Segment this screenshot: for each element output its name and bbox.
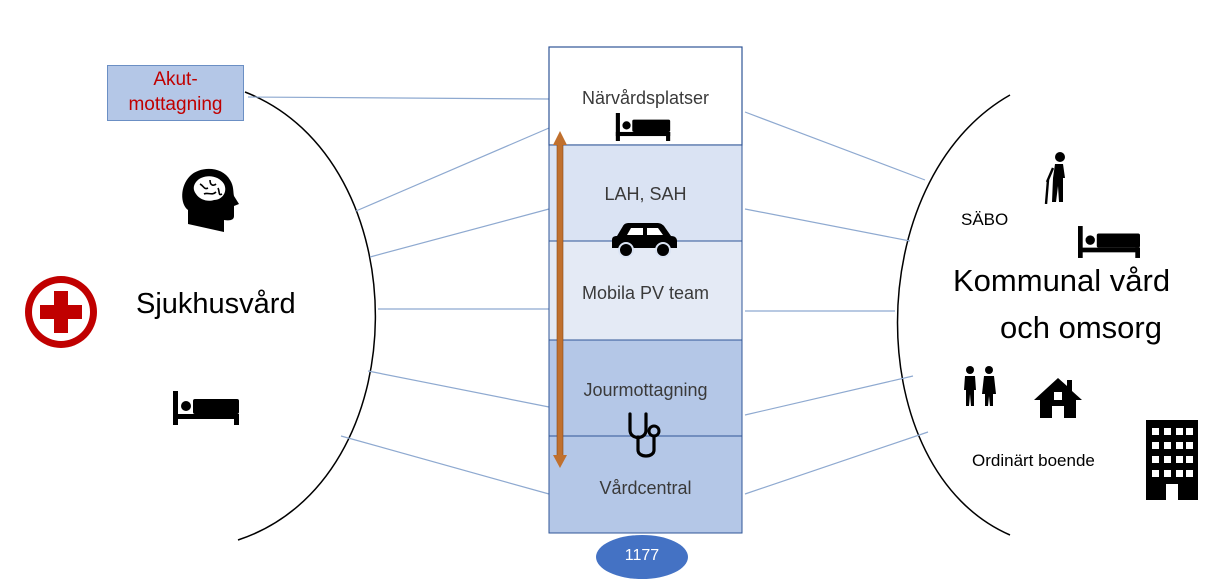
connector-line bbox=[355, 127, 550, 212]
municipal-title-line2: och omsorg bbox=[1000, 310, 1162, 345]
level-box-vardcentral bbox=[548, 435, 743, 534]
akut-box bbox=[107, 65, 244, 121]
right-connectors bbox=[744, 111, 929, 495]
connector-line bbox=[744, 208, 911, 242]
brain-head-icon bbox=[182, 168, 239, 232]
connector-line bbox=[367, 370, 550, 408]
level-label-jour: Jourmottagning bbox=[583, 380, 708, 400]
connector-line bbox=[340, 435, 550, 495]
right-bed-icon bbox=[1078, 226, 1140, 258]
connector-line bbox=[744, 375, 914, 416]
apartment-building-icon bbox=[1146, 420, 1198, 500]
elderly-person-icon bbox=[1044, 152, 1065, 204]
ordinart-label: Ordinärt boende bbox=[972, 451, 1095, 470]
house-icon bbox=[1034, 378, 1082, 418]
level-bed-icon bbox=[615, 113, 671, 141]
level-label-lah: LAH, SAH bbox=[604, 184, 687, 204]
connector-line bbox=[247, 96, 550, 100]
continuum-arrow bbox=[553, 131, 567, 468]
akut-line1: Akut- bbox=[153, 69, 198, 90]
level-label-vardcentral: Vårdcentral bbox=[599, 478, 692, 498]
stethoscope-icon bbox=[628, 412, 661, 458]
akut-line2: mottagning bbox=[128, 94, 223, 115]
connector-line bbox=[744, 431, 929, 495]
municipal-arc bbox=[896, 94, 1011, 536]
hospital-arc bbox=[237, 91, 377, 541]
red-cross-icon bbox=[25, 276, 97, 348]
couple-icon bbox=[964, 366, 996, 406]
phone-1177-ellipse bbox=[596, 535, 688, 579]
car-icon bbox=[612, 223, 677, 258]
level-label-mobila: Mobila PV team bbox=[581, 283, 710, 303]
bed-icon bbox=[173, 391, 239, 425]
level-label-narvard: Närvårdsplatser bbox=[581, 88, 710, 108]
connector-line bbox=[744, 111, 926, 181]
hospital-title: Sjukhusvård bbox=[136, 288, 296, 320]
care-levels bbox=[548, 46, 743, 534]
municipal-title-line1: Kommunal vård bbox=[953, 263, 1171, 298]
phone-1177-label: 1177 bbox=[624, 547, 660, 564]
level-box-mobila bbox=[548, 240, 743, 341]
sabo-label: SÄBO bbox=[961, 210, 1009, 229]
connector-line bbox=[369, 208, 550, 258]
left-connectors bbox=[247, 96, 550, 495]
